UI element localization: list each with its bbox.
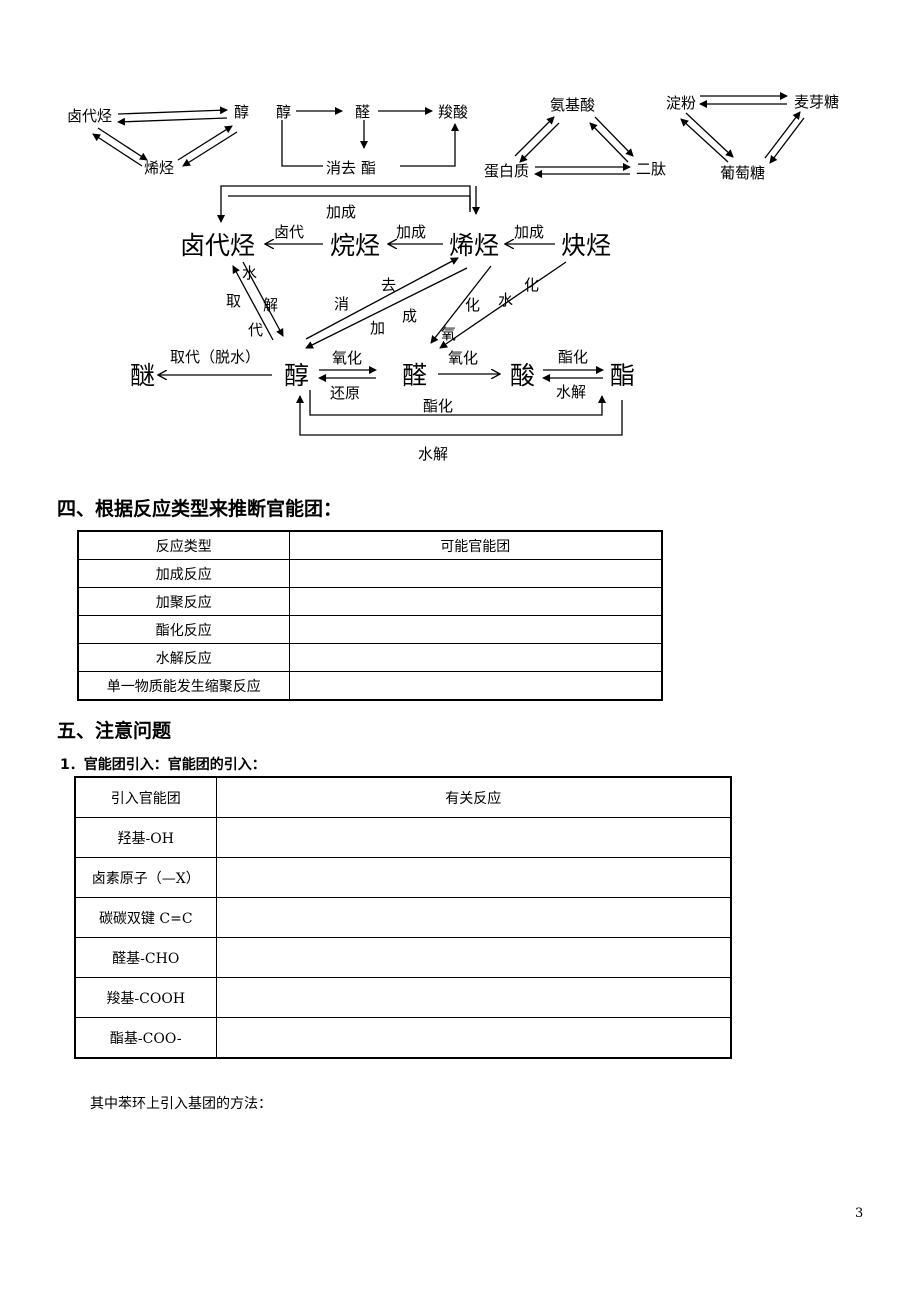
cs-elimination: 消去 — [326, 159, 356, 177]
lbl-hydration-hua: 化 — [524, 276, 539, 294]
cs-acid: 羧酸 — [438, 103, 468, 121]
lbl-alcohol-oxidation: 氧化 — [332, 349, 362, 367]
answer-cell[interactable] — [215, 977, 732, 1018]
t1-alcohol: 醇 — [234, 103, 249, 121]
tp-protein: 蛋白质 — [484, 162, 529, 180]
reaction-type-cell: 单一物质能发生缩聚反应 — [77, 671, 290, 701]
table-row: 醛基-CHO — [74, 937, 732, 978]
triangle-sugar-arrows — [680, 92, 805, 164]
cs-ester: 酯 — [361, 159, 376, 177]
table-row: 酯化反应 — [77, 615, 663, 644]
table-row: 加聚反应 — [77, 587, 663, 616]
ts-starch: 淀粉 — [666, 94, 696, 112]
header-reaction-type: 反应类型 — [77, 530, 290, 560]
lbl-aldehyde-reduction: 还原 — [330, 384, 360, 402]
section4-heading: 四、根据反应类型来推断官能团： — [57, 498, 343, 520]
group-cell: 醛基-CHO — [74, 937, 217, 978]
page-number: 3 — [855, 1206, 864, 1221]
benzene-note: 其中苯环上引入基团的方法： — [90, 1096, 272, 1112]
answer-cell[interactable] — [215, 897, 732, 938]
reaction-type-cell: 加聚反应 — [77, 587, 290, 616]
main-network-lines — [158, 185, 623, 436]
triangle-protein-arrows — [514, 116, 634, 178]
answer-cell[interactable] — [215, 817, 732, 858]
table-row: 加成反应 — [77, 559, 663, 588]
reaction-type-cell: 水解反应 — [77, 643, 290, 672]
lbl-alkyne-alkene: 加成 — [514, 223, 544, 241]
lbl-substitution-qu: 取 — [226, 292, 241, 310]
reaction-diagram: 卤代烃 醇 烯烃 醇 醛 羧酸 消去 酯 氨基酸 蛋白质 二肽 淀粉 麦芽糖 葡… — [67, 92, 839, 463]
lbl-elim-qu: 去 — [381, 276, 396, 294]
lbl-top-addition: 加成 — [326, 203, 356, 221]
group-cell: 碳碳双键 C=C — [74, 897, 217, 938]
ts-glucose: 葡萄糖 — [720, 164, 765, 182]
answer-cell[interactable] — [215, 1017, 732, 1059]
lbl-add-jia: 加 — [370, 319, 385, 337]
lbl-dehydration: 取代（脱水） — [170, 348, 260, 366]
main-alkane: 烷烃 — [330, 231, 380, 260]
answer-cell[interactable] — [215, 857, 732, 898]
main-acid: 酸 — [510, 361, 535, 390]
reaction-type-table: 反应类型 可能官能团 加成反应 加聚反应 酯化反应 水解反应 单一物质能发生缩聚… — [77, 530, 663, 701]
lbl-hydration-shui: 水 — [498, 291, 513, 309]
reaction-type-cell: 酯化反应 — [77, 615, 290, 644]
group-cell: 羧基-COOH — [74, 977, 217, 1018]
main-alkene: 烯烃 — [449, 231, 499, 260]
reaction-type-cell: 加成反应 — [77, 559, 290, 588]
main-alkyne: 炔烃 — [561, 231, 611, 260]
cs-alcohol: 醇 — [276, 103, 291, 121]
table-row: 卤素原子（—X） — [74, 857, 732, 898]
main-ester: 酯 — [610, 361, 635, 390]
lbl-halogenation: 卤代 — [274, 223, 304, 241]
section5-subheading: 1．官能团引入：官能团的引入： — [60, 757, 266, 773]
main-aldehyde: 醛 — [402, 361, 427, 390]
table-row: 水解反应 — [77, 643, 663, 672]
answer-cell[interactable] — [288, 587, 663, 616]
t1-haloalkane: 卤代烃 — [67, 107, 112, 125]
triangle-halo-alcohol-alkene — [92, 106, 238, 167]
header-introduced-group: 引入官能团 — [74, 776, 217, 818]
ts-maltose: 麦芽糖 — [794, 93, 839, 111]
lbl-ester-hydrolysis: 水解 — [556, 383, 586, 401]
table-header-row: 反应类型 可能官能团 — [77, 530, 663, 560]
table-row: 羧基-COOH — [74, 977, 732, 1018]
tp-amino-acid: 氨基酸 — [550, 96, 595, 114]
lbl-add-cheng: 成 — [402, 307, 417, 325]
lbl-esterification-bottom: 酯化 — [423, 397, 453, 415]
answer-cell[interactable] — [288, 643, 663, 672]
table-header-row: 引入官能团 有关反应 — [74, 776, 732, 818]
lbl-alkene-alkane: 加成 — [396, 223, 426, 241]
answer-cell[interactable] — [288, 615, 663, 644]
table-row: 单一物质能发生缩聚反应 — [77, 671, 663, 701]
lbl-esterification-top: 酯化 — [558, 348, 588, 366]
lbl-aldehyde-oxidation: 氧化 — [448, 349, 478, 367]
lbl-loop-hydrolysis: 水解 — [418, 445, 448, 463]
main-alcohol: 醇 — [284, 361, 309, 390]
header-related-reaction: 有关反应 — [215, 776, 732, 818]
group-cell: 卤素原子（—X） — [74, 857, 217, 898]
main-haloalkane: 卤代烃 — [180, 231, 255, 260]
answer-cell[interactable] — [288, 559, 663, 588]
answer-cell[interactable] — [288, 671, 663, 701]
lbl-hydrolysis-water: 水 — [242, 264, 257, 282]
lbl-oxidation-yang: 氧 — [441, 325, 456, 343]
header-functional-group: 可能官能团 — [288, 530, 663, 560]
table-row: 酯基-COO- — [74, 1017, 732, 1059]
main-ether: 醚 — [130, 361, 155, 390]
tp-dipeptide: 二肽 — [636, 160, 666, 178]
table-row: 羟基-OH — [74, 817, 732, 858]
group-cell: 羟基-OH — [74, 817, 217, 858]
lbl-elim-xiao: 消 — [334, 295, 349, 313]
cs-aldehyde: 醛 — [355, 103, 370, 121]
lbl-oxidation-hua: 化 — [465, 296, 480, 314]
lbl-substitution-dai: 代 — [248, 321, 263, 339]
chain-small-arrows — [281, 107, 459, 167]
section5-heading: 五、注意问题 — [57, 720, 172, 742]
group-cell: 酯基-COO- — [74, 1017, 217, 1059]
t1-alkene: 烯烃 — [144, 159, 174, 177]
functional-group-table: 引入官能团 有关反应 羟基-OH 卤素原子（—X） 碳碳双键 C=C 醛基-CH… — [74, 776, 732, 1059]
table-row: 碳碳双键 C=C — [74, 897, 732, 938]
lbl-hydrolysis-jie: 解 — [263, 296, 278, 314]
answer-cell[interactable] — [215, 937, 732, 978]
